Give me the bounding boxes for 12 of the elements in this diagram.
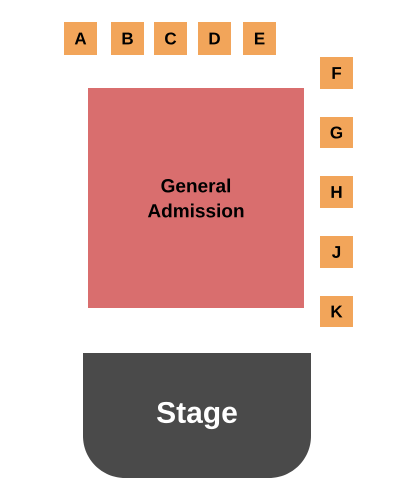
section-box: B [111, 22, 144, 55]
section-box: A [64, 22, 97, 55]
section-box: G [320, 117, 353, 148]
section-box: D [198, 22, 231, 55]
section-box: C [154, 22, 187, 55]
section-box: E [243, 22, 276, 55]
section-box: J [320, 236, 353, 268]
section-box: F [320, 57, 353, 89]
stage-block: Stage [83, 353, 311, 478]
section-box: K [320, 296, 353, 327]
general-admission-area: General Admission [88, 88, 304, 308]
section-box: H [320, 176, 353, 208]
